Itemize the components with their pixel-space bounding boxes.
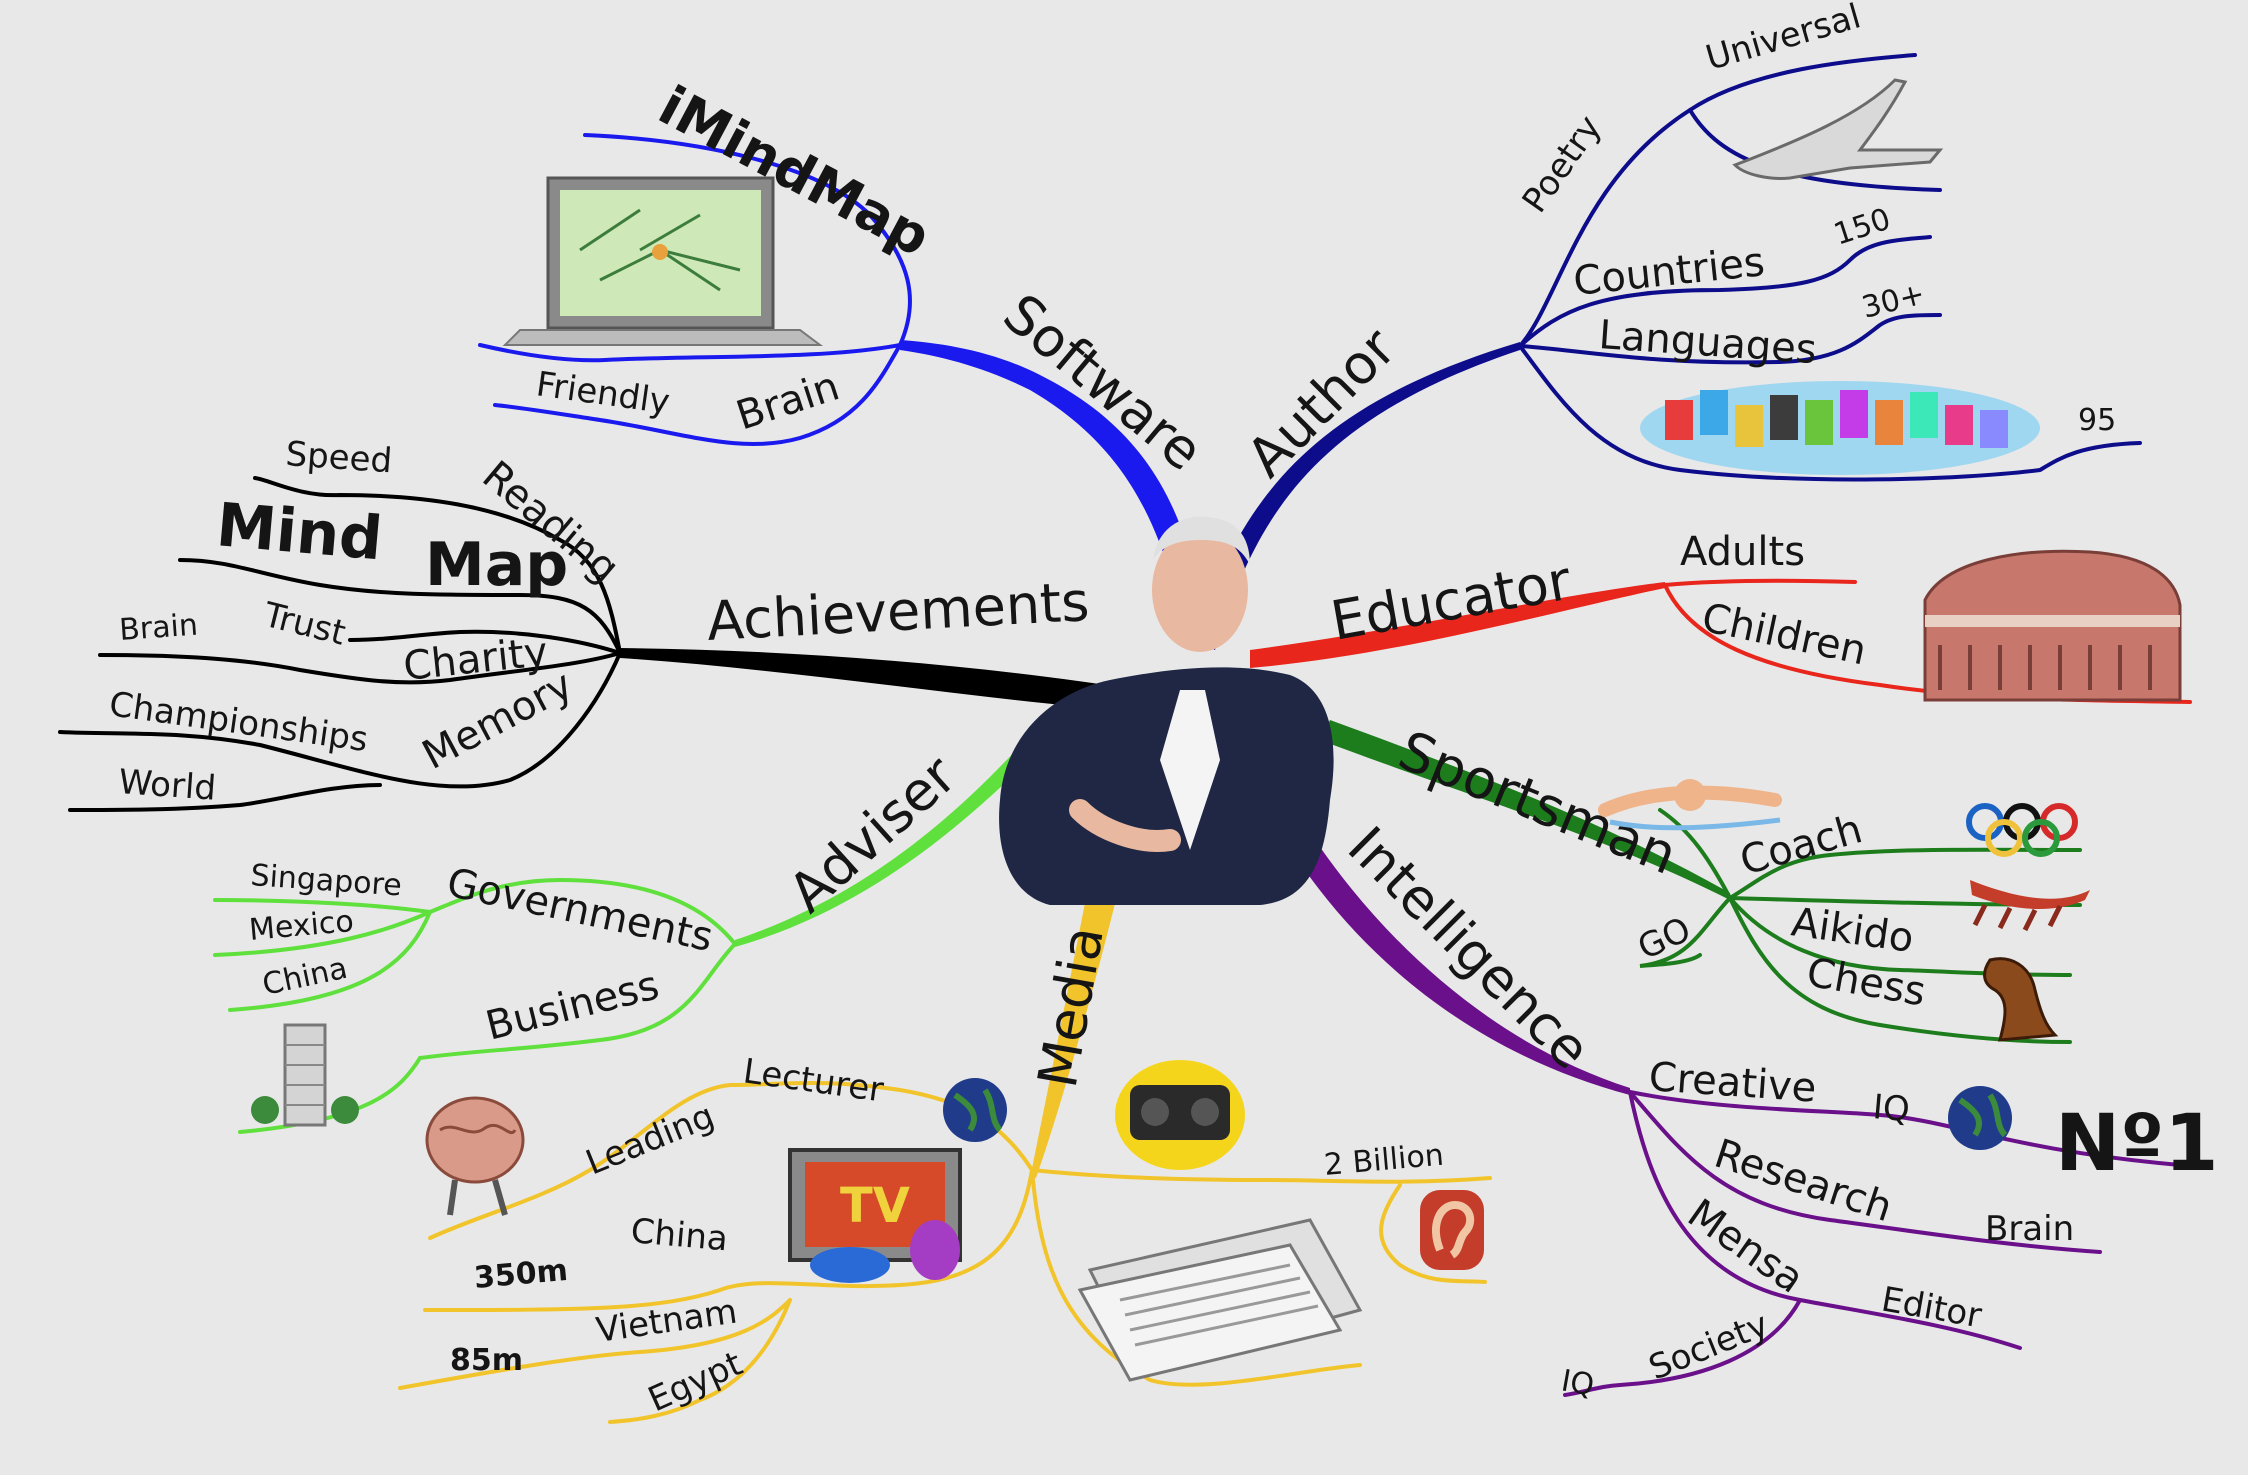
rowing-boat-icon — [1970, 880, 2090, 932]
label-languages-count: 30+ — [1858, 276, 1928, 325]
laptop-screenshot-icon — [502, 176, 823, 346]
royal-albert-hall-icon — [1923, 549, 2182, 702]
label-championships: Championships — [107, 684, 371, 760]
svg-text:TV: TV — [840, 1178, 910, 1234]
label-adviser-china: China — [259, 951, 350, 1003]
label-poetry: Poetry — [1515, 108, 1610, 220]
swimmer-icon — [1598, 779, 1782, 831]
label-egypt: Egypt — [642, 1344, 748, 1420]
software-sub-branches — [478, 133, 912, 447]
label-vietnam-count: 85m — [450, 1343, 523, 1378]
branch-educator — [1250, 582, 1665, 668]
label-map: Map — [425, 530, 568, 600]
label-countries: Countries — [1571, 239, 1767, 305]
label-iq: IQ — [1871, 1087, 1911, 1130]
label-adults: Adults — [1680, 529, 1805, 575]
branch-sportsman — [1320, 720, 1730, 900]
label-speed: Speed — [284, 434, 393, 481]
label-society: Society — [1643, 1304, 1774, 1388]
label-achievements: Achievements — [705, 570, 1090, 653]
ear-icon — [1420, 1190, 1484, 1270]
radio-icon — [1115, 1060, 1245, 1170]
chess-knight-icon — [1983, 957, 2059, 1042]
label-china-count: 350m — [473, 1253, 570, 1296]
concorde-plane-icon — [1732, 78, 1944, 180]
tv-icon: TV — [788, 1148, 962, 1283]
intelligence-sub-branches — [1563, 1090, 2182, 1397]
label-editor: Editor — [1878, 1279, 1984, 1336]
brain-character-icon — [425, 1096, 525, 1216]
label-books-count: 95 — [2078, 403, 2116, 438]
label-no1: Nº1 — [2055, 1099, 2219, 1189]
label-business: Business — [481, 962, 663, 1049]
label-media-china: China — [629, 1211, 729, 1259]
newspapers-icon — [1077, 1218, 1363, 1382]
label-singapore: Singapore — [249, 858, 402, 903]
media-sub-branches — [398, 1080, 1492, 1424]
branch-achievements — [620, 648, 1140, 712]
author-sub-branches — [1518, 53, 2142, 482]
olympic-rings-icon — [1966, 803, 2078, 857]
skyscraper-icon — [251, 1023, 359, 1127]
label-languages: Languages — [1597, 312, 1818, 373]
label-lecturer: Lecturer — [741, 1051, 886, 1110]
adviser-sub-branches — [213, 877, 737, 1134]
branch-software — [900, 340, 1210, 640]
label-creative: Creative — [1647, 1054, 1818, 1112]
label-iq-2: IQ — [1559, 1363, 1597, 1403]
label-educator: Educator — [1326, 549, 1576, 653]
illustrations: TV — [251, 78, 2182, 1382]
achievements-sub-branches — [58, 476, 622, 812]
label-world: World — [117, 762, 217, 809]
globe-icon — [943, 1078, 1007, 1142]
label-governments: Governments — [443, 860, 717, 961]
label-two-billion: 2 Billion — [1323, 1138, 1446, 1183]
label-trust: Trust — [259, 595, 350, 654]
label-mind: Mind — [214, 490, 385, 574]
label-universal: Universal — [1701, 0, 1865, 79]
portrait-photo — [999, 516, 1334, 905]
label-achievements-brain: Brain — [118, 608, 199, 648]
label-countries-count: 150 — [1830, 202, 1895, 253]
book-covers-icon — [1640, 381, 2040, 475]
label-children: Children — [1698, 595, 1870, 675]
label-coach: Coach — [1735, 806, 1867, 884]
label-leading: Leading — [580, 1096, 719, 1183]
sub-branches — [58, 53, 2192, 1424]
globe-icon — [1948, 1086, 2012, 1150]
label-intelligence-brain: Brain — [1985, 1209, 2074, 1249]
label-media: Media — [1026, 922, 1116, 1093]
